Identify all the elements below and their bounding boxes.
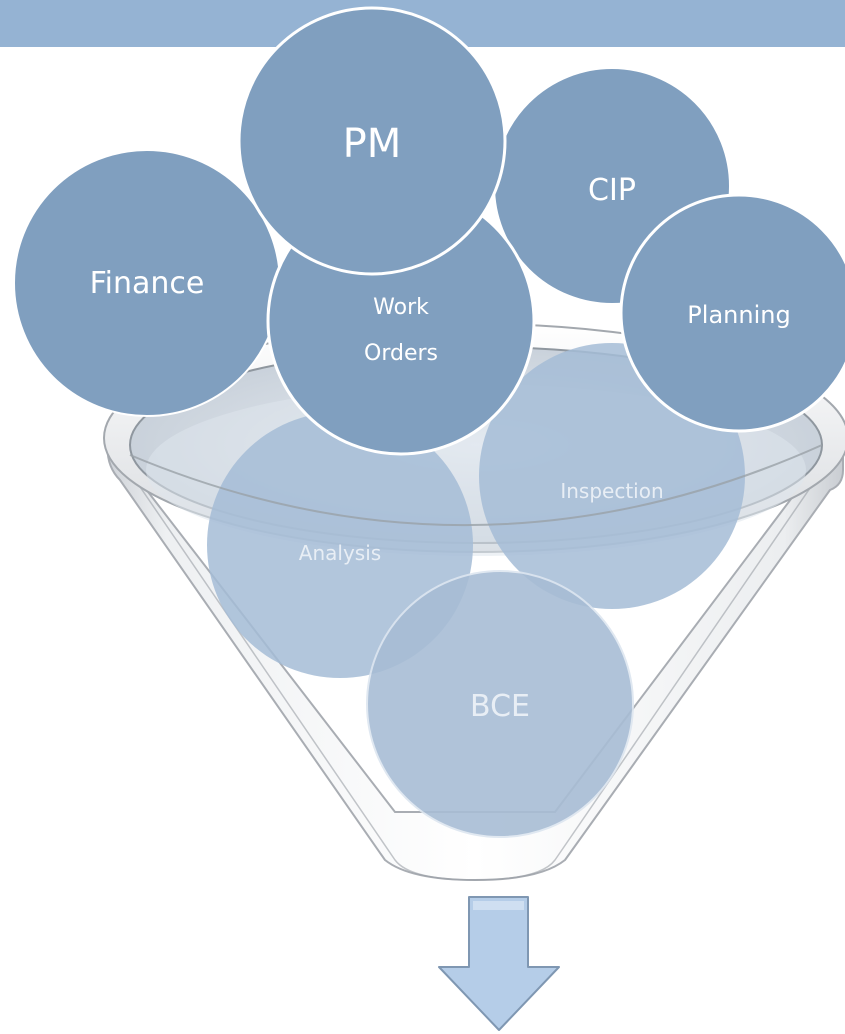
input-circle-planning: Planning bbox=[619, 193, 845, 433]
orders-label: Orders bbox=[364, 341, 438, 366]
input-circle-pm: PM bbox=[237, 6, 507, 276]
work-label: Work bbox=[373, 295, 429, 320]
down-arrow-icon bbox=[438, 896, 560, 1031]
pm-label: PM bbox=[343, 121, 402, 167]
input-circle-finance: Finance bbox=[13, 149, 281, 417]
inside-circle-bce: BCE bbox=[366, 570, 634, 838]
finance-label: Finance bbox=[90, 266, 205, 301]
bce-label: BCE bbox=[470, 689, 530, 724]
planning-label: Planning bbox=[687, 301, 790, 329]
inspection-label: Inspection bbox=[560, 479, 663, 503]
cip-label: CIP bbox=[588, 173, 636, 208]
analysis-label: Analysis bbox=[299, 541, 381, 565]
